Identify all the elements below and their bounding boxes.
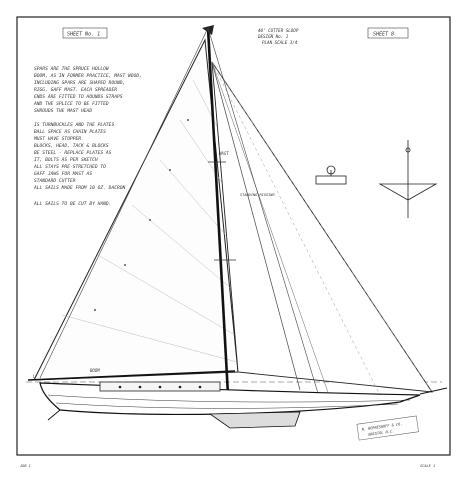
drawing-border (16, 16, 451, 456)
note-line: BE STEEL - REPLACE PLATES AS (34, 150, 112, 156)
mast-label: MAST (218, 151, 229, 156)
shroud-line (211, 61, 301, 391)
note-line: ENDS ARE FITTED TO HOUNDS STRAPS (34, 94, 123, 100)
notes-block: SPARS ARE THE SPRUCE HOLLOW BOOM, AS IN … (33, 66, 142, 207)
keel (208, 411, 301, 429)
note-line: MUST HAVE STOPPER (33, 136, 81, 142)
sheet-tag-right: SHEET 8 (373, 32, 394, 38)
fitting-detail-1 (315, 165, 347, 185)
boom (27, 370, 236, 381)
corner-left: JOB 1 (19, 464, 31, 468)
sheet-tag-left-box (62, 27, 108, 39)
note-line: SPARS ARE THE SPRUCE HOLLOW (34, 66, 110, 72)
note-line: AND THE SPLICE TO BE FITTED (33, 101, 109, 107)
masthead-pennant-icon (202, 25, 214, 35)
inner-forestay (211, 61, 386, 406)
sheet-tag-left: SHEET No. 1 (67, 32, 100, 38)
forestay (211, 61, 433, 393)
note-line: SHROUDS THE MAST HEAD (34, 108, 92, 114)
note-line: IT, BOLTS AS PER SKETCH (34, 157, 98, 163)
note-line: BOOM, AS IN FORMER PRACTICE, MAST WOOD, (34, 73, 142, 79)
portlights (118, 385, 202, 389)
mast (206, 27, 230, 396)
corner-right: SCALE 1 (420, 464, 435, 468)
diagonal-stay (211, 61, 331, 399)
spreaders (208, 161, 236, 261)
rigging-label: STANDING RIGGING (240, 193, 275, 197)
rudder (47, 409, 61, 421)
note-line: INCLUDING SPARS ARE SHAPED ROUND, (34, 80, 125, 86)
note-line: BLOCKS, HEAD, TACK & BLOCKS (34, 143, 109, 149)
builder-stamp: N. HERRESHOFF & CO. BRISTOL R.I. (356, 415, 419, 441)
note-line: ALL SAILS MADE FROM 10 OZ. DACRON (33, 185, 126, 191)
stamp-line-1: N. HERRESHOFF & CO. (360, 422, 402, 432)
hull (39, 382, 421, 416)
note-line: RIGG. GAFF MAST. EACH SPREADER (34, 87, 117, 93)
fitting-detail-2 (378, 140, 438, 218)
mainsail-batten-marks (94, 119, 189, 311)
boom-label: BOOM (90, 368, 100, 373)
backstay (39, 27, 209, 379)
title-line-2: DESIGN No. 1 (257, 34, 288, 39)
note-line: GAFF JAWS FOR MAST AS (34, 171, 92, 177)
note-sign: ALL SAILS TO BE CUT BY HAND. (33, 201, 111, 207)
bowsprit (419, 387, 448, 395)
stamp-line-2: BRISTOL R.I. (368, 429, 394, 437)
note-line: ALL STAYS PRE-STRETCHED TO (33, 164, 106, 170)
title-line-3: PLAN SCALE 3/4 (262, 40, 298, 45)
topmast-stay (207, 27, 321, 401)
note-line: IS TURNBUCKLES AND THE PLATES (34, 122, 114, 128)
note-line: BALL SPACE AS CHAIN PLATES (34, 129, 106, 135)
hull-planking-lines (47, 394, 411, 409)
title-line-1: 40' CUTTER SLOOP (258, 28, 299, 33)
sheet-tag-right-box (367, 27, 409, 39)
note-line: STANDARD CUTTER (34, 178, 76, 184)
